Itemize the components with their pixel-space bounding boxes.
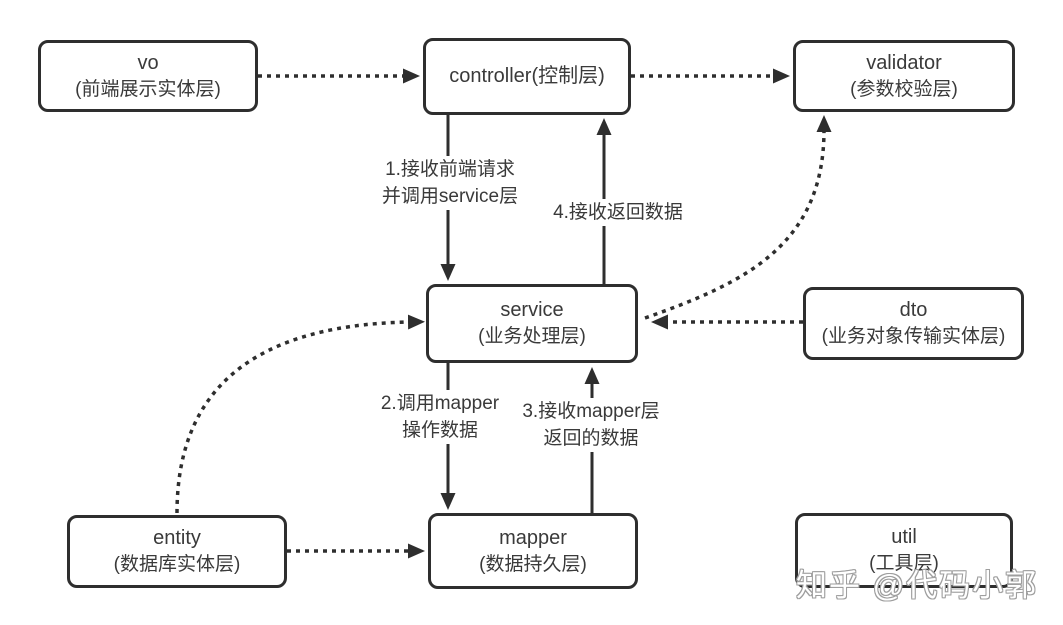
- edge-label-step2-line1: 2.调用mapper: [380, 393, 500, 414]
- edge-label-step3-line2: 返回的数据: [543, 428, 639, 449]
- node-controller: controller(控制层): [423, 38, 631, 115]
- node-dto-subtitle: (业务对象传输实体层): [821, 326, 1006, 347]
- node-util-title: util: [891, 526, 917, 548]
- node-service-title: service: [500, 299, 564, 321]
- node-service: service (业务处理层): [426, 284, 638, 363]
- node-validator-title: validator: [866, 51, 942, 74]
- node-dto-title: dto: [899, 299, 928, 321]
- edge-label-step3: 3.接收mapper层 返回的数据: [506, 398, 676, 452]
- edge-label-step4-line1: 4.接收返回数据: [553, 202, 683, 223]
- edge-label-step2: 2.调用mapper 操作数据: [370, 390, 510, 444]
- edge-label-step3-line1: 3.接收mapper层: [522, 401, 660, 422]
- node-controller-title: controller(控制层): [449, 65, 605, 87]
- edge-label-step1-line2: 并调用service层: [381, 186, 519, 207]
- node-util: util (工具层): [795, 513, 1013, 588]
- node-mapper-subtitle: (数据持久层): [479, 553, 587, 575]
- node-entity: entity (数据库实体层): [67, 515, 287, 588]
- node-vo-title: vo: [137, 51, 159, 74]
- node-validator: validator (参数校验层): [793, 40, 1015, 112]
- watermark: 知乎 @代码小郭: [796, 568, 1039, 603]
- node-mapper: mapper (数据持久层): [428, 513, 638, 589]
- node-vo: vo (前端展示实体层): [38, 40, 258, 112]
- node-validator-subtitle: (参数校验层): [850, 78, 958, 100]
- edge-label-step1: 1.接收前端请求 并调用service层: [366, 156, 534, 210]
- edge-label-step2-line2: 操作数据: [401, 420, 478, 441]
- node-mapper-title: mapper: [499, 526, 567, 549]
- edge-label-step4: 4.接收返回数据: [536, 199, 700, 226]
- edge-entity-to-service: [175, 314, 425, 514]
- edge-label-step1-line1: 1.接收前端请求: [385, 159, 515, 180]
- node-dto: dto (业务对象传输实体层): [803, 287, 1024, 360]
- node-vo-subtitle: (前端展示实体层): [75, 78, 221, 100]
- node-entity-subtitle: (数据库实体层): [113, 554, 241, 575]
- node-entity-title: entity: [153, 527, 201, 549]
- node-service-subtitle: (业务处理层): [478, 326, 586, 347]
- node-util-subtitle: (工具层): [869, 553, 939, 574]
